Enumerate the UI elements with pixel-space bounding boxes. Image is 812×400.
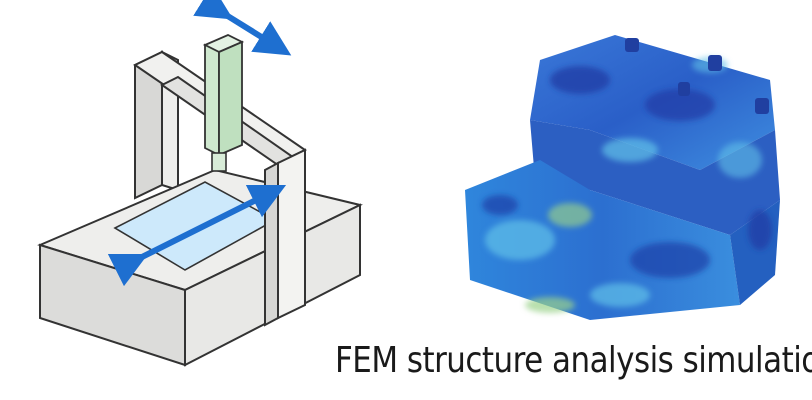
x-axis-arrow-icon <box>107 184 287 287</box>
y-axis-arrow-icon <box>193 0 292 56</box>
fem-stress-model <box>465 35 780 320</box>
fem-upper-block <box>530 120 780 235</box>
fem-bosses <box>625 38 769 114</box>
fem-stress-contours <box>482 57 772 313</box>
fem-lower-box <box>465 160 740 320</box>
front-column <box>264 148 306 327</box>
gantry-machine-diagram <box>37 0 363 367</box>
figure-caption: FEM structure analysis simulation <box>335 340 812 381</box>
spindle <box>202 34 245 172</box>
